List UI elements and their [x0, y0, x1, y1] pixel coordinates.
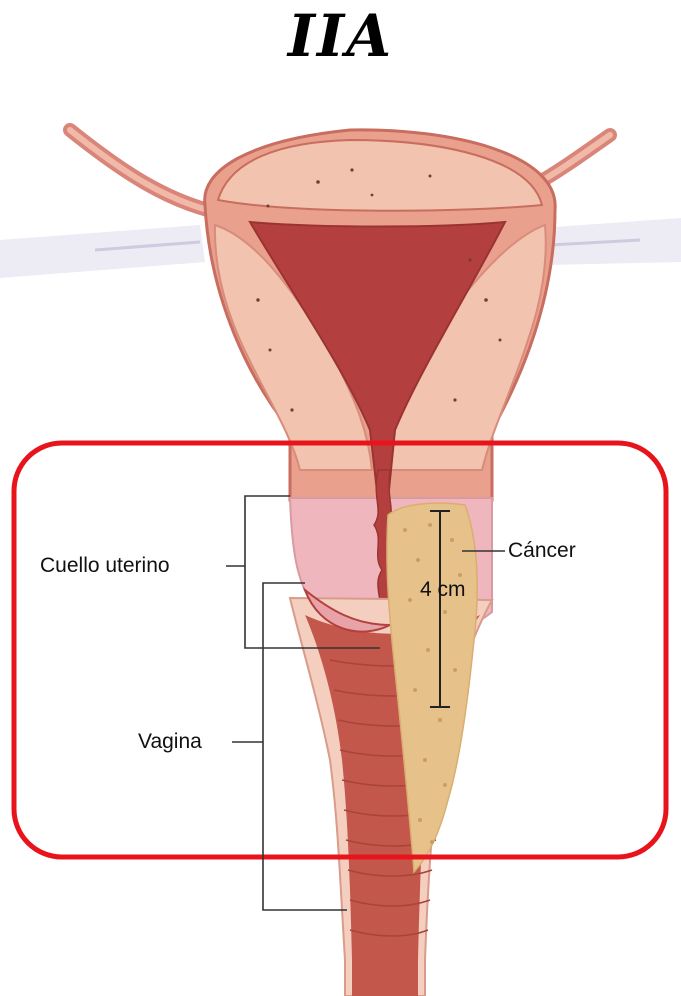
uterine-cavity	[248, 220, 507, 501]
stage-highlight-frame	[11, 440, 669, 860]
broad-ligaments	[0, 218, 681, 278]
cervix-label: Cuello uterino	[40, 554, 170, 577]
stage-title: IIA	[287, 2, 394, 70]
size-measure-bar	[430, 510, 450, 708]
vagina-bracket	[232, 582, 347, 911]
tumor-texture	[403, 523, 462, 844]
tissue-speckles	[256, 168, 502, 412]
size-label: 4 cm	[420, 578, 466, 601]
cervix-bracket	[226, 495, 380, 649]
tumor	[386, 502, 478, 874]
uterus-fundus	[216, 138, 544, 212]
myometrium-left	[213, 223, 374, 471]
cancer-label: Cáncer	[508, 539, 576, 562]
vagina-label: Vagina	[138, 730, 202, 753]
